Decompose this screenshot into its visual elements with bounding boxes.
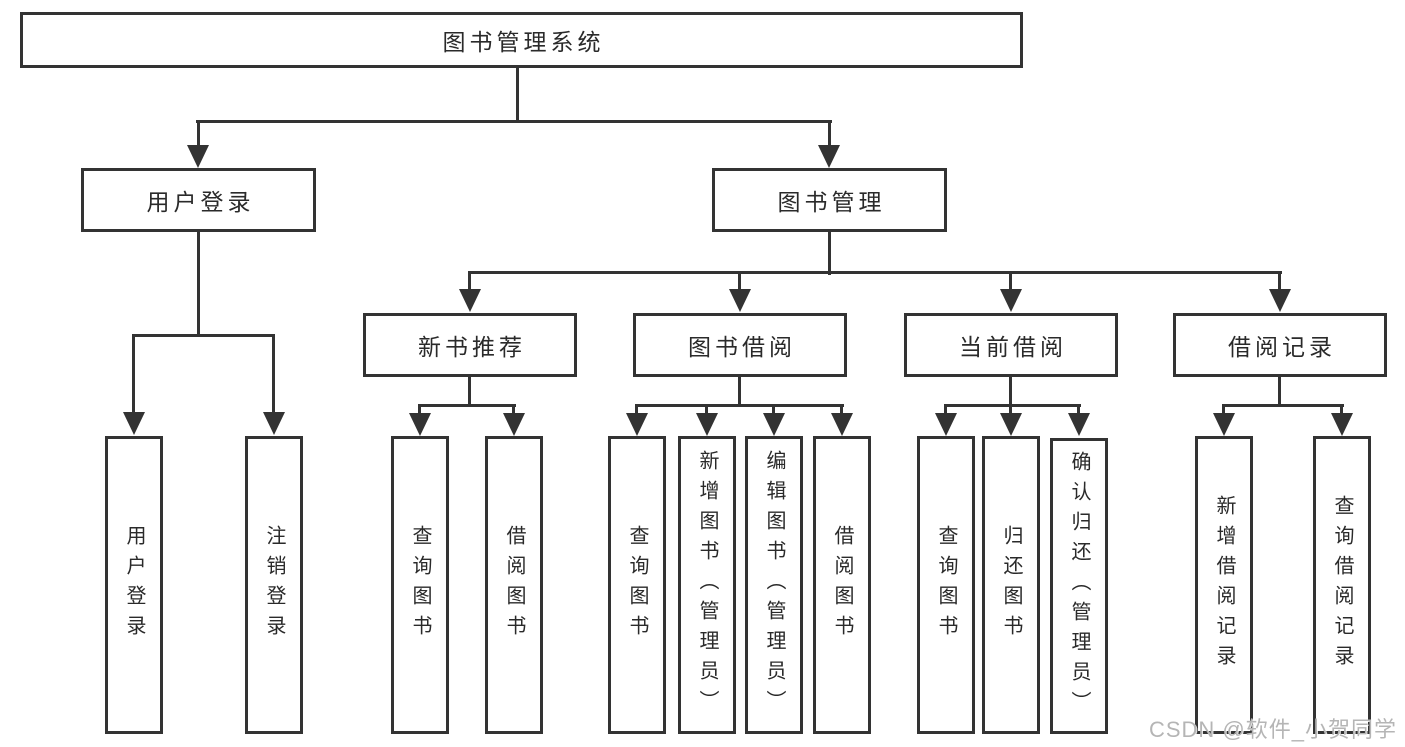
connector-userlogin-trunk: [197, 230, 200, 337]
arrowhead: [263, 412, 285, 435]
arrowhead: [935, 413, 957, 436]
connector-nbr-hbar: [419, 404, 516, 407]
leaf-br-add-record-label: 新增借阅记录: [1213, 495, 1235, 675]
arrowhead: [123, 412, 145, 435]
connector-bookmgmt-drop-2: [738, 271, 741, 293]
arrowhead: [1269, 289, 1291, 312]
connector-nbr-trunk: [468, 375, 471, 407]
arrowhead: [729, 289, 751, 312]
connector-br-hbar: [1222, 404, 1344, 407]
connector-userlogin-hbar: [133, 334, 275, 337]
leaf-nbr-borrow-books: 借阅图书: [485, 436, 543, 734]
connector-bookmgmt-hbar: [469, 271, 1282, 274]
arrowhead: [763, 413, 785, 436]
leaf-logout-label: 注销登录: [263, 525, 285, 645]
leaf-nbr-query-books-label: 查询图书: [409, 525, 431, 645]
connector-root-trunk: [516, 66, 519, 123]
node-new-book-rec: 新书推荐: [363, 313, 577, 377]
connector-bb-drop-2: [705, 404, 708, 420]
connector-userlogin-drop-2: [272, 334, 275, 420]
leaf-bb-edit-book-admin-label: 编辑图书（管理员）: [763, 450, 785, 720]
node-current-borrow: 当前借阅: [904, 313, 1118, 377]
leaf-logout: 注销登录: [245, 436, 303, 734]
arrowhead: [1000, 289, 1022, 312]
connector-cb-drop-2: [1009, 404, 1012, 420]
arrowhead: [1213, 413, 1235, 436]
leaf-cb-query-books: 查询图书: [917, 436, 975, 734]
node-new-book-rec-label: 新书推荐: [418, 334, 526, 360]
leaf-bb-add-book-admin-label: 新增图书（管理员）: [696, 450, 718, 720]
arrowhead: [696, 413, 718, 436]
arrowhead: [1000, 413, 1022, 436]
leaf-bb-edit-book-admin: 编辑图书（管理员）: [745, 436, 803, 734]
arrowhead: [187, 145, 209, 168]
connector-bb-drop-3: [772, 404, 775, 420]
leaf-cb-return-books-label: 归还图书: [1000, 525, 1022, 645]
connector-br-drop-1: [1222, 404, 1225, 420]
node-root: 图书管理系统: [20, 12, 1023, 68]
node-book-mgmt-label: 图书管理: [777, 189, 886, 215]
arrowhead: [626, 413, 648, 436]
leaf-bb-borrow-books-label: 借阅图书: [831, 525, 853, 645]
leaf-bb-query-books-label: 查询图书: [626, 525, 648, 645]
connector-root-drop-left: [197, 120, 200, 152]
leaf-bb-query-books: 查询图书: [608, 436, 666, 734]
arrowhead: [459, 289, 481, 312]
arrowhead: [1331, 413, 1353, 436]
node-root-label: 图书管理系统: [442, 29, 605, 55]
connector-bookmgmt-trunk: [828, 230, 831, 275]
leaf-cb-return-books: 归还图书: [982, 436, 1040, 734]
connector-cb-drop-3: [1077, 404, 1080, 420]
leaf-br-query-record: 查询借阅记录: [1313, 436, 1371, 734]
connector-nbr-drop-2: [512, 404, 515, 420]
connector-nbr-drop-1: [418, 404, 421, 420]
connector-userlogin-drop-1: [132, 334, 135, 420]
leaf-nbr-borrow-books-label: 借阅图书: [503, 525, 525, 645]
leaf-bb-borrow-books: 借阅图书: [813, 436, 871, 734]
leaf-br-add-record: 新增借阅记录: [1195, 436, 1253, 734]
leaf-cb-query-books-label: 查询图书: [935, 525, 957, 645]
connector-cb-trunk: [1009, 375, 1012, 407]
arrowhead: [409, 413, 431, 436]
connector-bb-drop-1: [635, 404, 638, 420]
node-book-mgmt: 图书管理: [712, 168, 947, 232]
connector-bookmgmt-drop-4: [1278, 271, 1281, 293]
node-book-borrow-label: 图书借阅: [688, 334, 796, 360]
connector-bookmgmt-drop-3: [1009, 271, 1012, 293]
connector-bb-hbar: [636, 404, 844, 407]
connector-br-drop-2: [1340, 404, 1343, 420]
arrowhead: [818, 145, 840, 168]
connector-root-hbar: [196, 120, 832, 123]
connector-cb-hbar: [945, 404, 1081, 407]
leaf-br-query-record-label: 查询借阅记录: [1331, 495, 1353, 675]
node-borrow-records: 借阅记录: [1173, 313, 1387, 377]
leaf-bb-add-book-admin: 新增图书（管理员）: [678, 436, 736, 734]
connector-cb-drop-1: [944, 404, 947, 420]
leaf-user-login: 用户登录: [105, 436, 163, 734]
node-book-borrow: 图书借阅: [633, 313, 847, 377]
connector-bb-trunk: [738, 375, 741, 407]
node-current-borrow-label: 当前借阅: [959, 334, 1067, 360]
arrowhead: [503, 413, 525, 436]
connector-bb-drop-4: [840, 404, 843, 420]
connector-bookmgmt-drop-1: [468, 271, 471, 293]
node-user-login: 用户登录: [81, 168, 316, 232]
leaf-user-login-label: 用户登录: [123, 525, 145, 645]
arrowhead: [1068, 413, 1090, 436]
connector-br-trunk: [1278, 375, 1281, 407]
leaf-cb-confirm-return-admin: 确认归还（管理员）: [1050, 438, 1108, 734]
connector-root-drop-right: [828, 120, 831, 152]
leaf-cb-confirm-return-admin-label: 确认归还（管理员）: [1068, 451, 1090, 721]
node-borrow-records-label: 借阅记录: [1228, 334, 1336, 360]
arrowhead: [831, 413, 853, 436]
node-user-login-label: 用户登录: [146, 189, 255, 215]
leaf-nbr-query-books: 查询图书: [391, 436, 449, 734]
